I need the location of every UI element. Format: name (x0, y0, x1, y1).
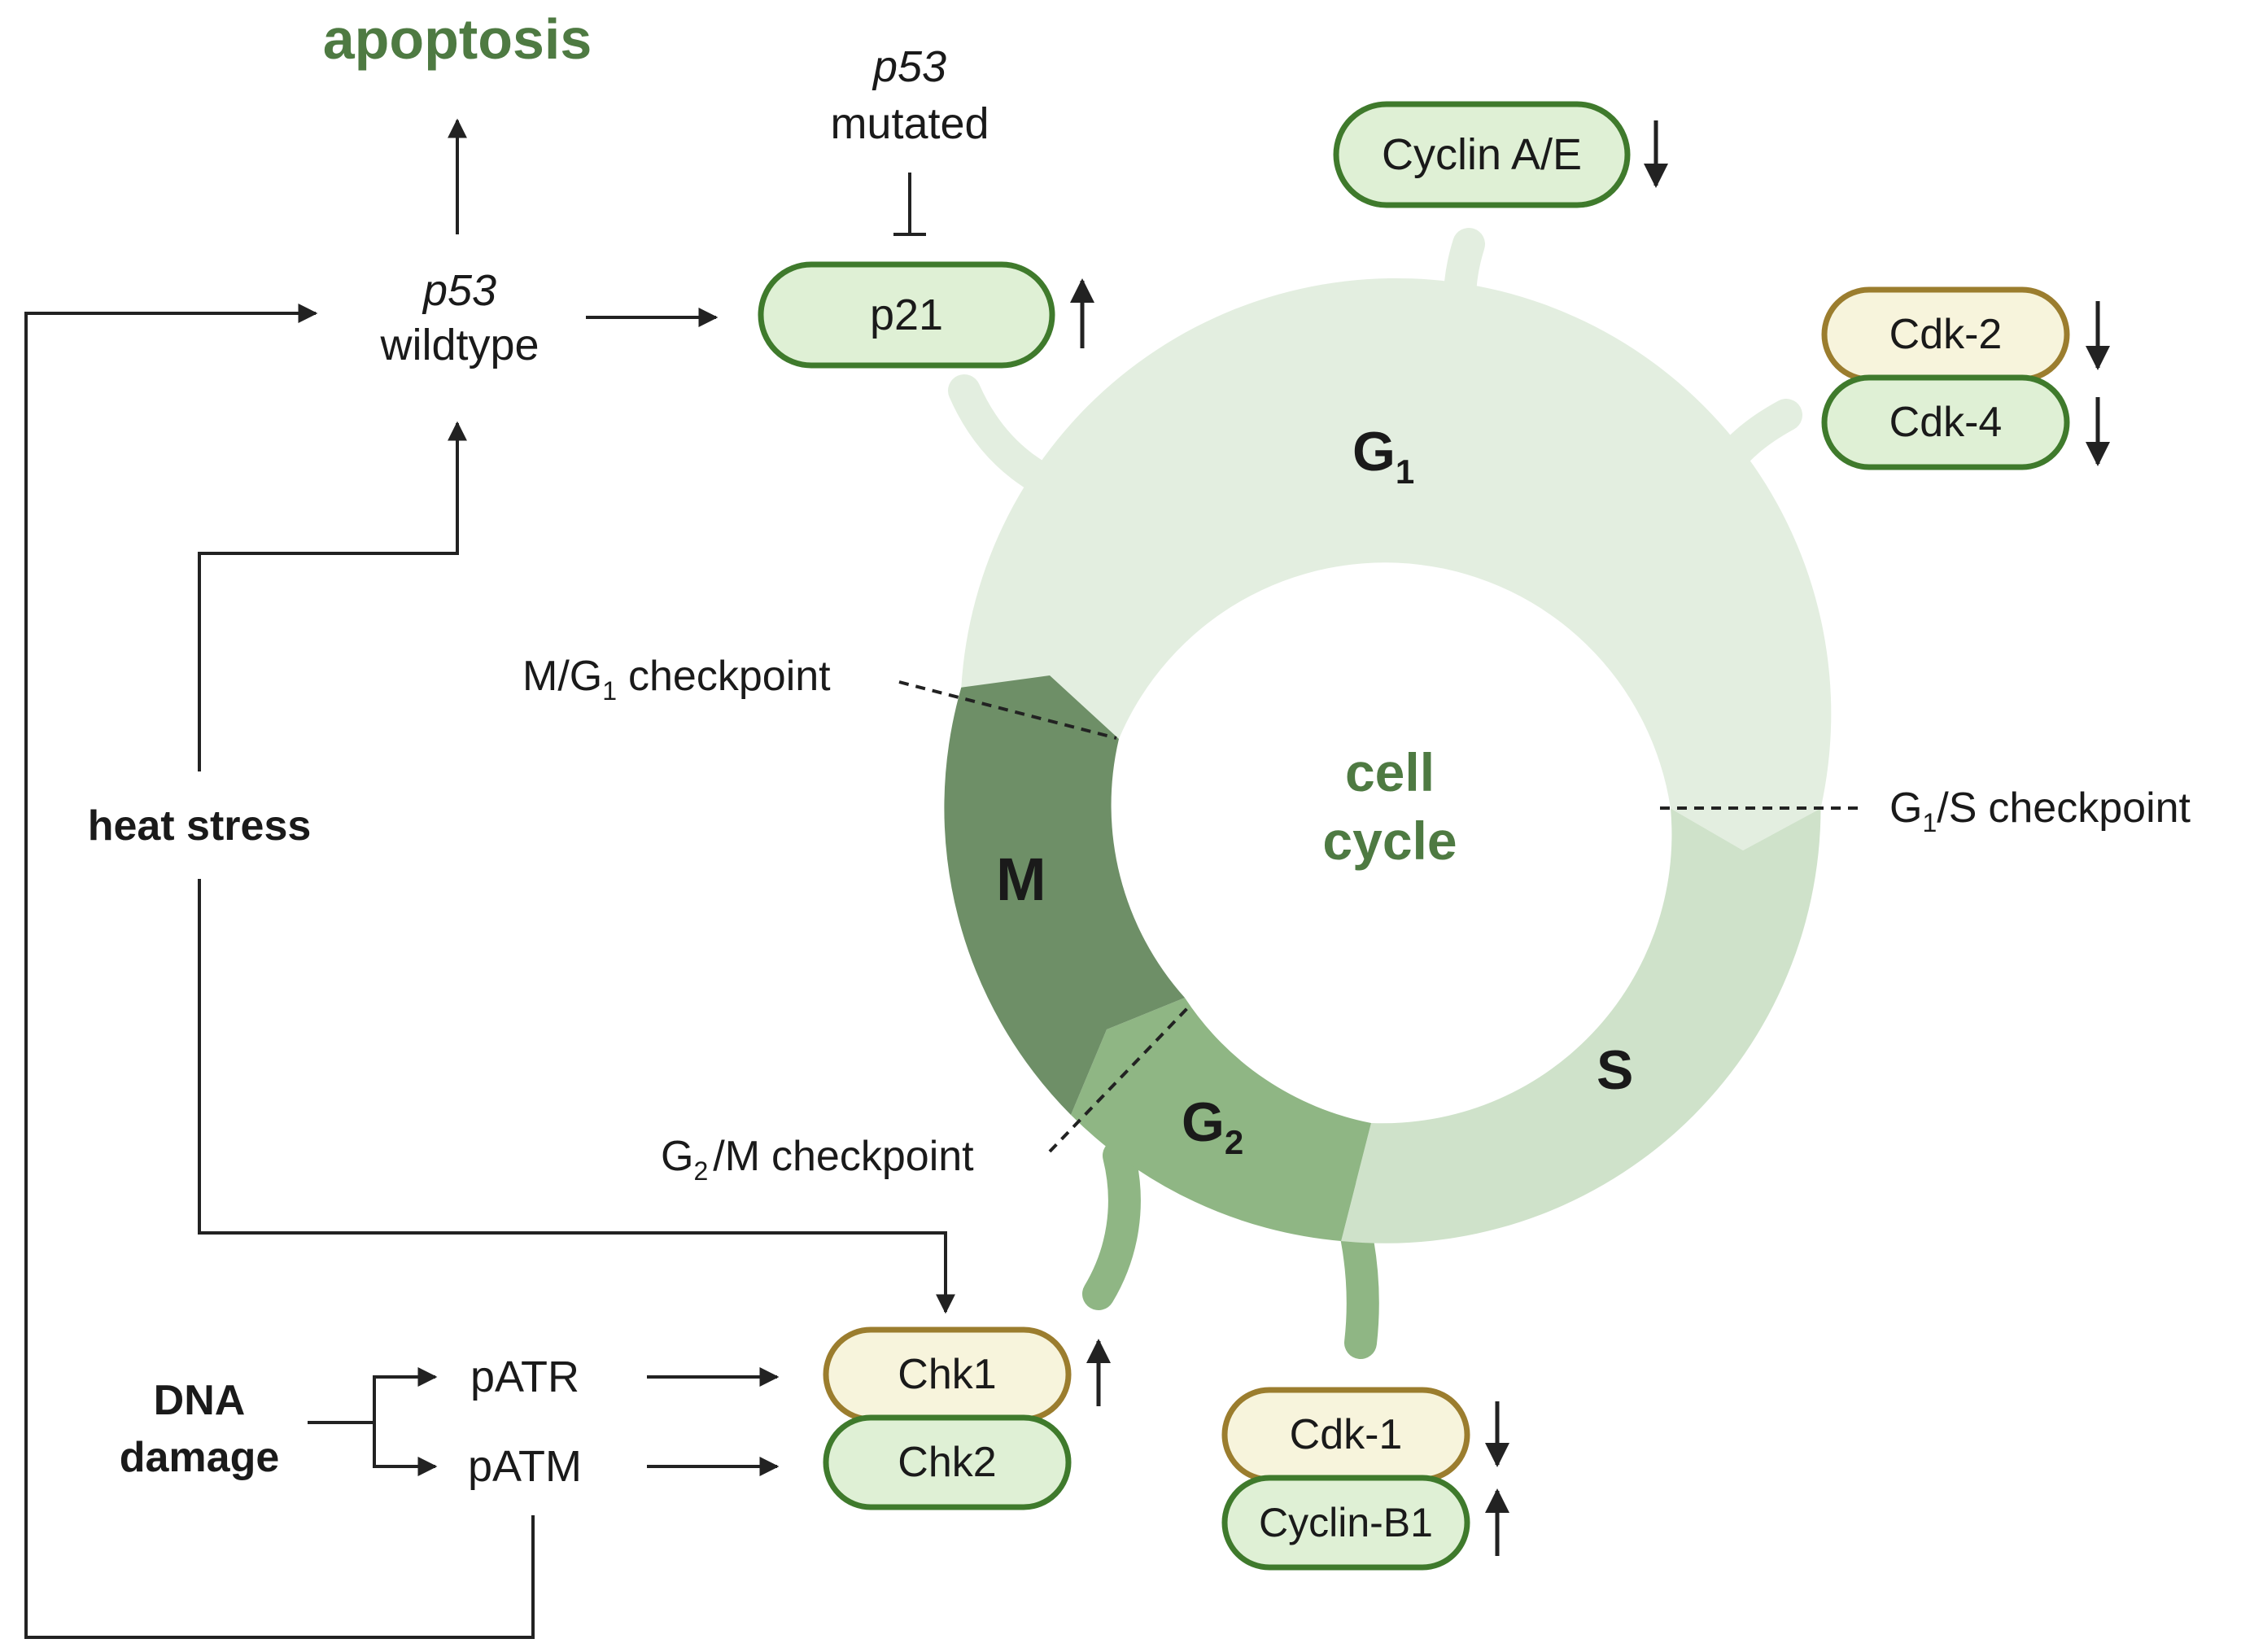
pill-chk2: Chk2 (823, 1414, 1072, 1510)
phase-m-arc (944, 675, 1185, 1115)
pill-cyclin-ae-label: Cyclin A/E (1382, 130, 1582, 179)
dna-damage-label-1: DNA (154, 1377, 246, 1424)
pill-cdk2-label: Cdk-2 (1889, 311, 2003, 358)
patm-label: pATM (468, 1442, 582, 1491)
pill-cdk1-label: Cdk-1 (1290, 1411, 1403, 1458)
phase-s-arc (1341, 808, 1821, 1243)
line-heatstress-to-p53 (198, 421, 467, 771)
pill-chk1: Chk1 (823, 1326, 1072, 1423)
p53-mutated-state: mutated (830, 99, 989, 148)
p53-wildtype-state: wildtype (379, 321, 539, 369)
pill-chk1-label: Chk1 (898, 1351, 996, 1398)
pill-cdk1: Cdk-1 (1221, 1387, 1470, 1483)
patr-label: pATR (470, 1353, 579, 1401)
phase-g1-label: G1 (1352, 421, 1414, 491)
pill-p21: p21 (758, 261, 1055, 369)
pill-cyclin-ae: Cyclin A/E (1333, 101, 1631, 208)
p53-wildtype-gene: p53 (422, 266, 496, 315)
phase-g1-arc (961, 278, 1832, 850)
pill-p21-label: p21 (870, 291, 943, 339)
pill-cdk2: Cdk-2 (1821, 286, 2070, 382)
pill-cdk4-label: Cdk-4 (1889, 399, 2003, 446)
pill-cdk4: Cdk-4 (1821, 374, 2070, 470)
phase-m-label: M (996, 846, 1046, 913)
dna-damage-label-2: damage (120, 1434, 280, 1481)
regulation-arrows (1070, 120, 2110, 1556)
arrow-dna-to-patr (373, 1367, 438, 1423)
line-patm-to-p53 (24, 304, 535, 1639)
phase-s-label: S (1597, 1039, 1633, 1101)
phase-g2-arc (1071, 998, 1371, 1241)
phase-g2-label: G2 (1182, 1091, 1243, 1161)
pill-cyclin-b1-label: Cyclin-B1 (1259, 1500, 1433, 1545)
apoptosis-label: apoptosis (323, 7, 592, 71)
line-heatstress-to-chk1 (198, 879, 955, 1314)
cell-cycle-title-line2: cycle (1322, 811, 1457, 871)
leader-mg1 (898, 680, 1117, 740)
pathway-connectors (24, 118, 955, 1639)
checkpoint-leaders (898, 680, 1863, 1153)
arrow-dna-to-patm (373, 1423, 438, 1476)
cell-cycle-title-line1: cell (1345, 742, 1435, 802)
pill-chk2-label: Chk2 (898, 1439, 996, 1486)
pill-cyclin-b1: Cyclin-B1 (1221, 1475, 1470, 1571)
p53-mutated-gene: p53 (872, 42, 946, 91)
heat-stress-label: heat stress (88, 802, 312, 850)
stem-chk (1082, 1139, 1141, 1310)
cell-cycle-ring: G1 S G2 M cell cycle (944, 228, 1832, 1359)
